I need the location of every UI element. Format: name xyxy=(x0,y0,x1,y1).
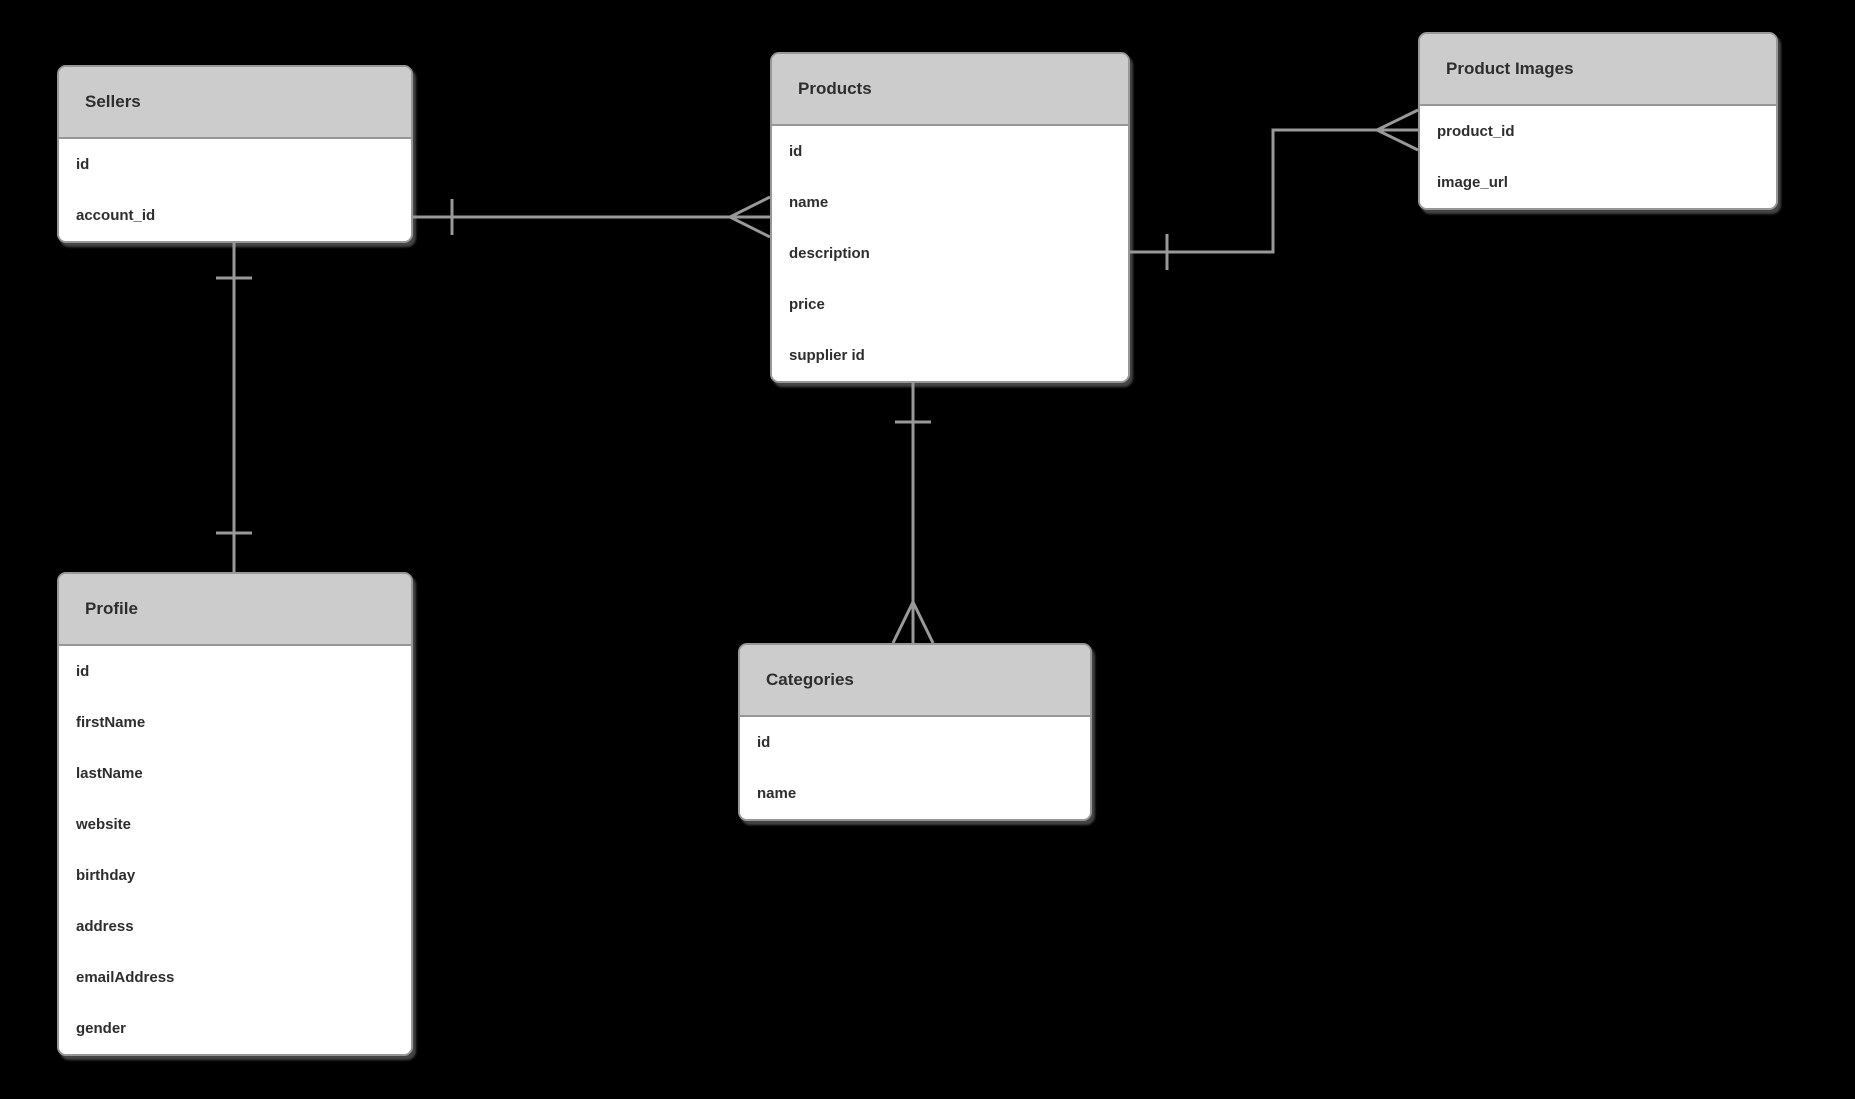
field-row: website xyxy=(76,816,132,833)
entity-sellers[interactable]: Sellers id account_id xyxy=(57,65,413,243)
entity-profile-title: Profile xyxy=(59,574,411,646)
entity-categories-title: Categories xyxy=(740,645,1090,717)
entity-products[interactable]: Products id name description price suppl… xyxy=(770,52,1130,383)
field-row: id xyxy=(76,156,90,173)
crow-foot-many-marker xyxy=(1376,108,1419,152)
entity-products-title: Products xyxy=(772,54,1128,126)
relationship-sellers-products xyxy=(413,195,771,239)
relationship-products-categories xyxy=(891,382,935,644)
entity-categories[interactable]: Categories id name xyxy=(738,643,1092,821)
entity-product-images[interactable]: Product Images product_id image_url xyxy=(1418,32,1778,210)
field-row: gender xyxy=(76,1020,127,1037)
crow-foot-many-marker xyxy=(729,195,771,239)
relationship-products-product-images xyxy=(1130,108,1419,270)
field-row: price xyxy=(789,296,825,313)
entity-sellers-title: Sellers xyxy=(59,67,411,139)
crow-foot-many-marker xyxy=(891,601,935,644)
relationship-sellers-profile xyxy=(216,241,252,572)
field-row: name xyxy=(789,194,829,211)
field-row: account_id xyxy=(76,207,156,224)
field-row: image_url xyxy=(1437,174,1508,191)
field-row: firstName xyxy=(76,714,146,731)
field-row: birthday xyxy=(76,867,136,884)
field-row: id xyxy=(789,143,803,160)
field-row: supplier id xyxy=(789,347,865,364)
field-row: product_id xyxy=(1437,123,1515,140)
field-row: id xyxy=(76,663,90,680)
field-row: id xyxy=(757,734,771,751)
entity-product-images-title: Product Images xyxy=(1420,34,1776,106)
field-row: emailAddress xyxy=(76,969,175,986)
field-row: address xyxy=(76,918,134,935)
field-row: description xyxy=(789,245,870,262)
field-row: lastName xyxy=(76,765,143,782)
field-row: name xyxy=(757,785,797,802)
entity-profile[interactable]: Profile id firstName lastName website bi… xyxy=(57,572,413,1056)
